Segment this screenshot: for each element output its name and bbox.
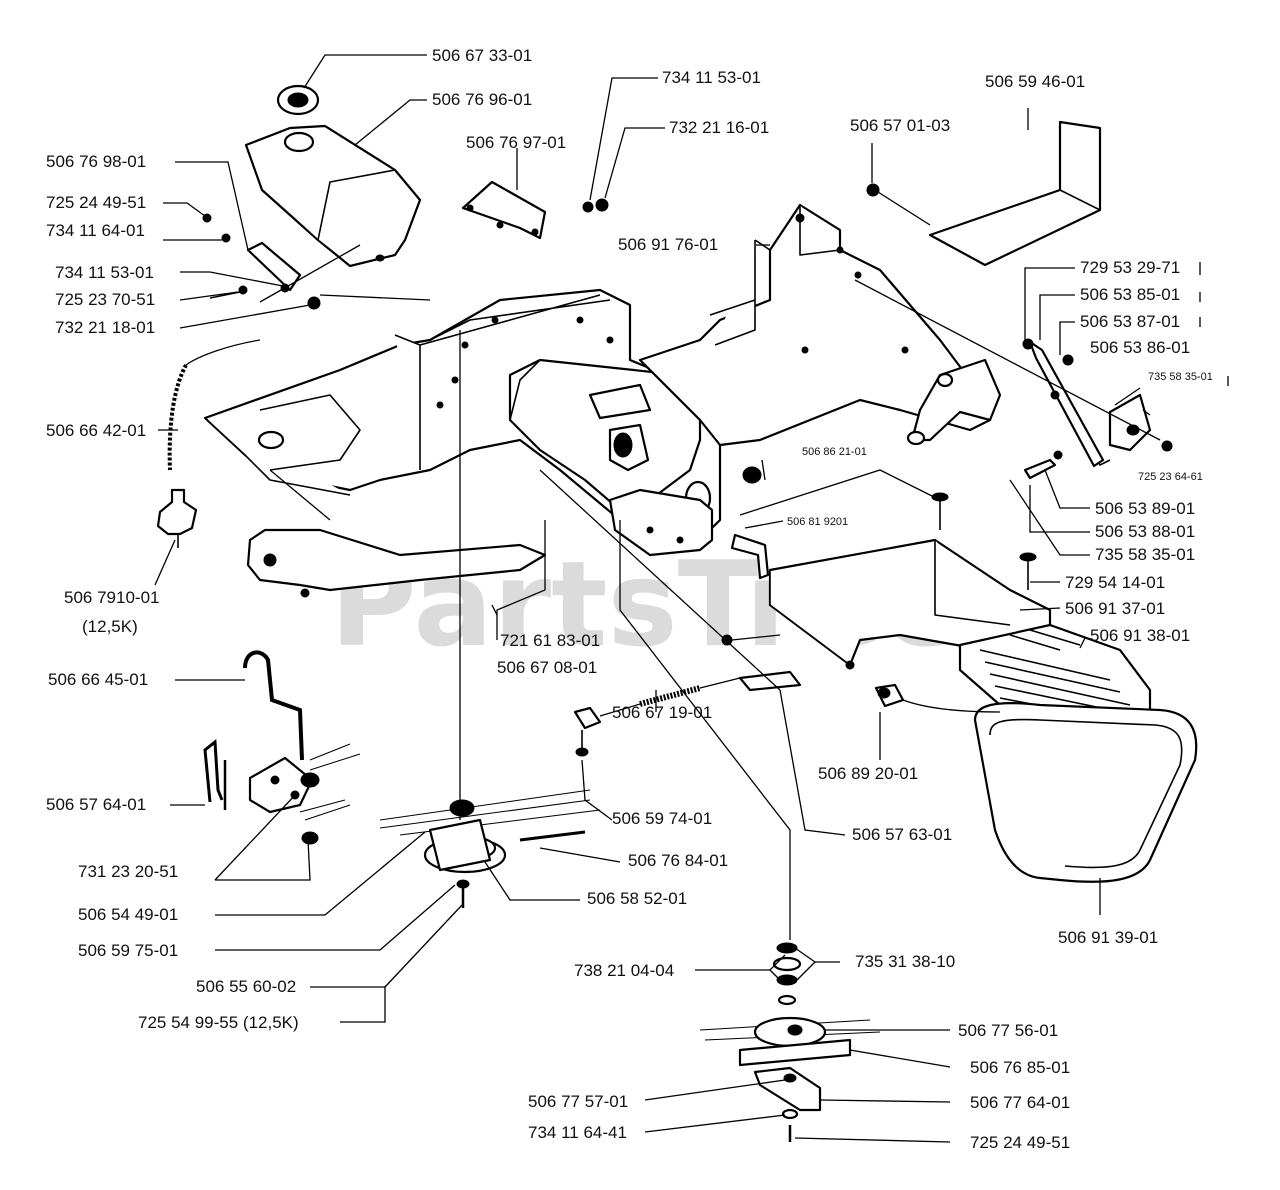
fuel-filter bbox=[156, 488, 198, 548]
part-label: 732 21 16-01 bbox=[669, 118, 769, 137]
part-label: 729 54 14-01 bbox=[1065, 573, 1165, 592]
part-label: 734 11 64-01 bbox=[46, 221, 145, 240]
part-label: 506 67 08-01 bbox=[497, 658, 597, 677]
part-label: 506 66 45-01 bbox=[48, 670, 148, 689]
part-label: 734 11 53-01 bbox=[55, 263, 154, 282]
part-label: 506 54 49-01 bbox=[78, 905, 178, 924]
part-drawings bbox=[156, 84, 1198, 1142]
main-frame bbox=[203, 203, 1002, 598]
part-label: 731 23 20-51 bbox=[78, 862, 178, 881]
part-label: 506 58 52-01 bbox=[587, 889, 687, 908]
lift-lever bbox=[243, 650, 361, 845]
part-label: 506 91 76-01 bbox=[618, 235, 718, 254]
deck-cover bbox=[721, 492, 1052, 670]
rod bbox=[203, 739, 224, 803]
part-labels: 506 67 33-01 506 76 96-01 734 11 53-01 7… bbox=[46, 46, 1213, 1152]
hood bbox=[973, 702, 1198, 883]
part-label: 506 81 9201 bbox=[787, 516, 848, 528]
part-label: 506 67 19-01 bbox=[612, 703, 712, 722]
fuel-cap bbox=[276, 84, 320, 116]
part-label: 725 24 49-51 bbox=[46, 193, 146, 212]
switch bbox=[874, 683, 1001, 713]
part-label: 735 58 35-01 bbox=[1148, 371, 1213, 383]
fuel-line bbox=[167, 364, 188, 471]
tank-bracket bbox=[461, 180, 547, 240]
part-label: 506 59 75-01 bbox=[78, 941, 178, 960]
part-label: 506 53 89-01 bbox=[1095, 499, 1195, 518]
washer bbox=[595, 198, 609, 212]
part-label: 506 89 20-01 bbox=[818, 764, 918, 783]
pivot-pin bbox=[730, 533, 770, 580]
part-label: 734 11 64-41 bbox=[528, 1123, 627, 1142]
part-label: 725 24 49-51 bbox=[970, 1133, 1070, 1152]
part-label: 732 21 18-01 bbox=[55, 318, 155, 337]
part-label: 506 76 97-01 bbox=[466, 133, 566, 152]
part-label: 735 58 35-01 bbox=[1095, 545, 1195, 564]
part-label: 725 23 64-61 bbox=[1138, 471, 1203, 483]
part-label: 506 53 85-01 bbox=[1080, 285, 1180, 304]
fuel-tank bbox=[244, 124, 422, 268]
part-label: 506 77 57-01 bbox=[528, 1092, 628, 1111]
hex-nut bbox=[742, 466, 762, 484]
part-label: 506 53 87-01 bbox=[1080, 312, 1180, 331]
part-label: 738 21 04-04 bbox=[574, 961, 674, 980]
part-label: 506 53 86-01 bbox=[1090, 338, 1190, 357]
part-label: 506 67 33-01 bbox=[432, 46, 532, 65]
part-label: 506 91 38-01 bbox=[1090, 626, 1190, 645]
part-label: 506 76 96-01 bbox=[432, 90, 532, 109]
leader-lines bbox=[154, 54, 1229, 1143]
part-label: 721 61 83-01 bbox=[500, 631, 600, 650]
part-label: 734 11 53-01 bbox=[662, 68, 761, 87]
part-label: 506 57 63-01 bbox=[852, 825, 952, 844]
part-label: 506 86 21-01 bbox=[802, 446, 867, 458]
nut bbox=[582, 201, 594, 213]
part-label: 506 59 74-01 bbox=[612, 809, 712, 828]
part-label: 506 7910-01 bbox=[64, 588, 159, 607]
seat-plate bbox=[866, 120, 1102, 267]
part-label: 506 91 37-01 bbox=[1065, 599, 1165, 618]
part-label: 506 59 46-01 bbox=[985, 72, 1085, 91]
part-label: 735 31 38-10 bbox=[855, 952, 955, 971]
part-label: 506 66 42-01 bbox=[46, 421, 146, 440]
part-label: 506 57 64-01 bbox=[46, 795, 146, 814]
pulley-left bbox=[379, 789, 601, 908]
linkage-rods bbox=[1022, 338, 1173, 480]
part-label: 725 54 99-55 (12,5K) bbox=[138, 1013, 299, 1032]
part-label: 506 57 01-03 bbox=[850, 116, 950, 135]
pulley-right bbox=[699, 942, 881, 1142]
part-label: 506 55 60-02 bbox=[196, 977, 296, 996]
part-label: (12,5K) bbox=[82, 617, 138, 636]
part-label: 506 91 39-01 bbox=[1058, 928, 1158, 947]
part-label: 506 53 88-01 bbox=[1095, 522, 1195, 541]
part-label: 506 76 85-01 bbox=[970, 1058, 1070, 1077]
part-label: 506 76 84-01 bbox=[628, 851, 728, 870]
part-label: 506 76 98-01 bbox=[46, 152, 146, 171]
fuel-line-lead bbox=[185, 339, 261, 366]
part-label: 725 23 70-51 bbox=[55, 290, 155, 309]
part-label: 506 77 56-01 bbox=[958, 1021, 1058, 1040]
part-label: 506 77 64-01 bbox=[970, 1093, 1070, 1112]
part-label: 729 53 29-71 bbox=[1080, 258, 1180, 277]
